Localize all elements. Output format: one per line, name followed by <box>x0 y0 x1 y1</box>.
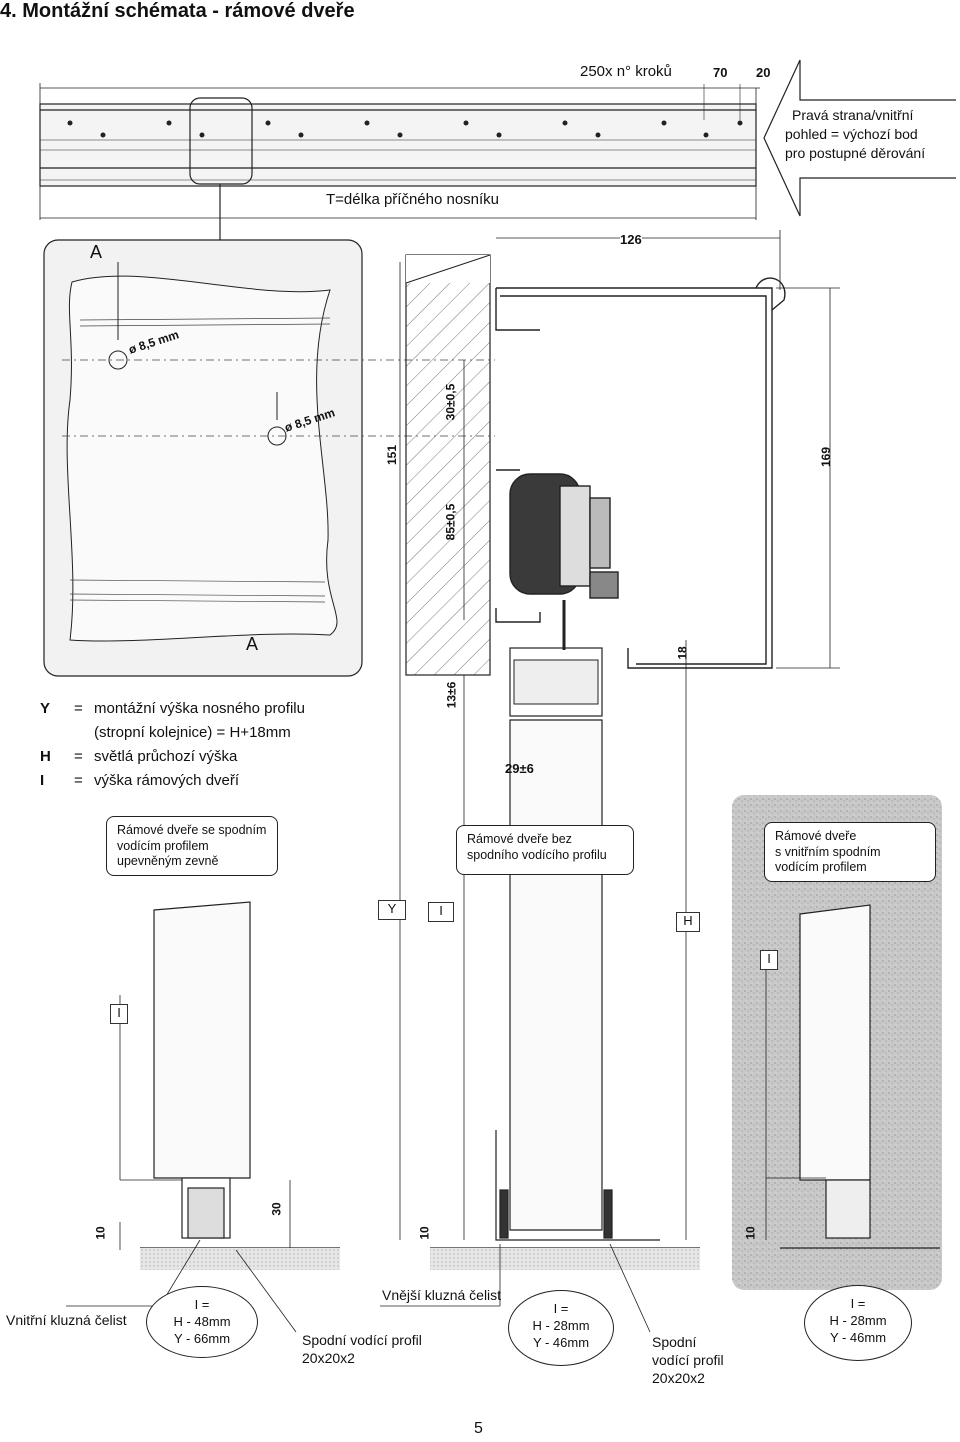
box-line: spodního vodícího profilu <box>467 847 607 862</box>
dim-10-left: 10 <box>93 1226 108 1240</box>
page-title: 4. Montážní schémata - rámové dveře <box>0 0 355 22</box>
dim-30: 30±0,5 <box>443 383 458 421</box>
legend-eq: = <box>74 771 83 789</box>
dim-126: 126 <box>620 232 642 247</box>
section-mark-bottom: A <box>246 634 259 654</box>
top-rail <box>39 83 760 240</box>
box-line: upevněným zevně <box>117 854 219 869</box>
formula-line: H - 28mm <box>829 1312 887 1328</box>
page-number: 5 <box>474 1420 483 1437</box>
marker-h: H <box>676 912 700 932</box>
formula-line: Y - 46mm <box>532 1334 590 1350</box>
formula-line: Y - 46mm <box>829 1329 887 1345</box>
direction-arrow <box>763 59 956 217</box>
right-note-1: Pravá strana/vnitřní <box>792 107 914 123</box>
dim-85: 85±0,5 <box>443 503 458 541</box>
guide-profile-note-2: 20x20x2 <box>302 1350 355 1366</box>
door-right <box>765 904 940 1249</box>
formula-ellipse-right: I = H - 28mm Y - 46mm <box>804 1285 912 1361</box>
legend-text: montážní výška nosného profilu <box>94 699 305 717</box>
legend-key: I <box>40 771 45 789</box>
door-left <box>119 901 340 1250</box>
legend: Y = montážní výška nosného profilu (stropn… <box>40 696 400 792</box>
formula-ellipse-middle: I = H - 28mm Y - 46mm <box>508 1290 614 1366</box>
inner-jaw-note: Vnitřní kluzná čelist <box>6 1312 127 1328</box>
marker-y: Y <box>378 900 406 920</box>
dim-29: 29±6 <box>505 761 534 776</box>
right-note-2: pohled = výchozí bod <box>785 126 918 142</box>
box-line: Rámové dveře se spodním <box>117 823 267 837</box>
rail-holes <box>67 120 743 138</box>
formula-line: H - 28mm <box>532 1317 590 1333</box>
variant-box-left: Rámové dveře se spodním vodícím profilem… <box>106 816 278 876</box>
door-middle <box>430 719 700 1249</box>
box-line: vodícím profilem <box>117 838 209 853</box>
dim-10-right: 10 <box>743 1226 758 1240</box>
rail-length-label: T=délka příčného nosníku <box>326 191 500 209</box>
dim-18: 18 <box>675 646 690 660</box>
formula-ellipse-left: I = H - 48mm Y - 66mm <box>146 1286 258 1358</box>
formula-line: H - 48mm <box>173 1313 231 1329</box>
dim-30-left: 30 <box>269 1202 284 1216</box>
section-mark-top: A <box>90 242 103 262</box>
guide-profile-note-1: Spodní vodící profil <box>302 1332 422 1348</box>
variant-box-middle: Rámové dveře bez spodního vodícího profi… <box>456 825 634 875</box>
floor-left <box>140 1248 340 1270</box>
formula-line: I = <box>850 1296 866 1311</box>
legend-eq: = <box>74 699 83 717</box>
dim-20: 20 <box>756 65 771 80</box>
legend-text: výška rámových dveří <box>94 771 240 789</box>
variant-box-right: Rámové dveře s vnitřním spodním vodícím … <box>764 822 936 882</box>
box-line: s vnitřním spodním <box>775 844 881 859</box>
guide-profile-right-1: Spodní <box>652 1334 697 1350</box>
legend-key: Y <box>40 699 51 717</box>
guide-profile-right-2: vodící profil <box>652 1352 724 1368</box>
wall-section <box>405 254 491 676</box>
formula-line: I = <box>553 1301 569 1316</box>
guide-profile-right-3: 20x20x2 <box>652 1370 705 1386</box>
dim-169: 169 <box>819 446 834 468</box>
box-line: Rámové dveře bez <box>467 832 572 846</box>
box-line: vodícím profilem <box>775 860 867 875</box>
legend-text: světlá průchozí výška <box>94 747 238 765</box>
formula-line: Y - 66mm <box>173 1330 231 1346</box>
dim-151: 151 <box>385 444 400 466</box>
outer-jaw-note: Vnější kluzná čelist <box>382 1287 502 1303</box>
legend-key: H <box>40 747 51 765</box>
box-line: Rámové dveře <box>775 829 857 843</box>
marker-i-left: I <box>110 1004 128 1024</box>
dim-10-mid: 10 <box>417 1226 432 1240</box>
dim-70: 70 <box>713 65 728 80</box>
right-note-3: pro postupné děrování <box>785 145 926 161</box>
legend-text: (stropní kolejnice) = H+18mm <box>94 723 291 741</box>
dim-13: 13±6 <box>444 681 459 709</box>
rail-profile <box>495 277 786 669</box>
marker-i-mid: I <box>428 902 454 922</box>
formula-line: I = <box>194 1297 210 1312</box>
step-label: 250x n° kroků <box>580 63 672 80</box>
marker-i-right: I <box>760 950 778 970</box>
floor-middle <box>430 1248 700 1270</box>
legend-eq: = <box>74 747 83 765</box>
